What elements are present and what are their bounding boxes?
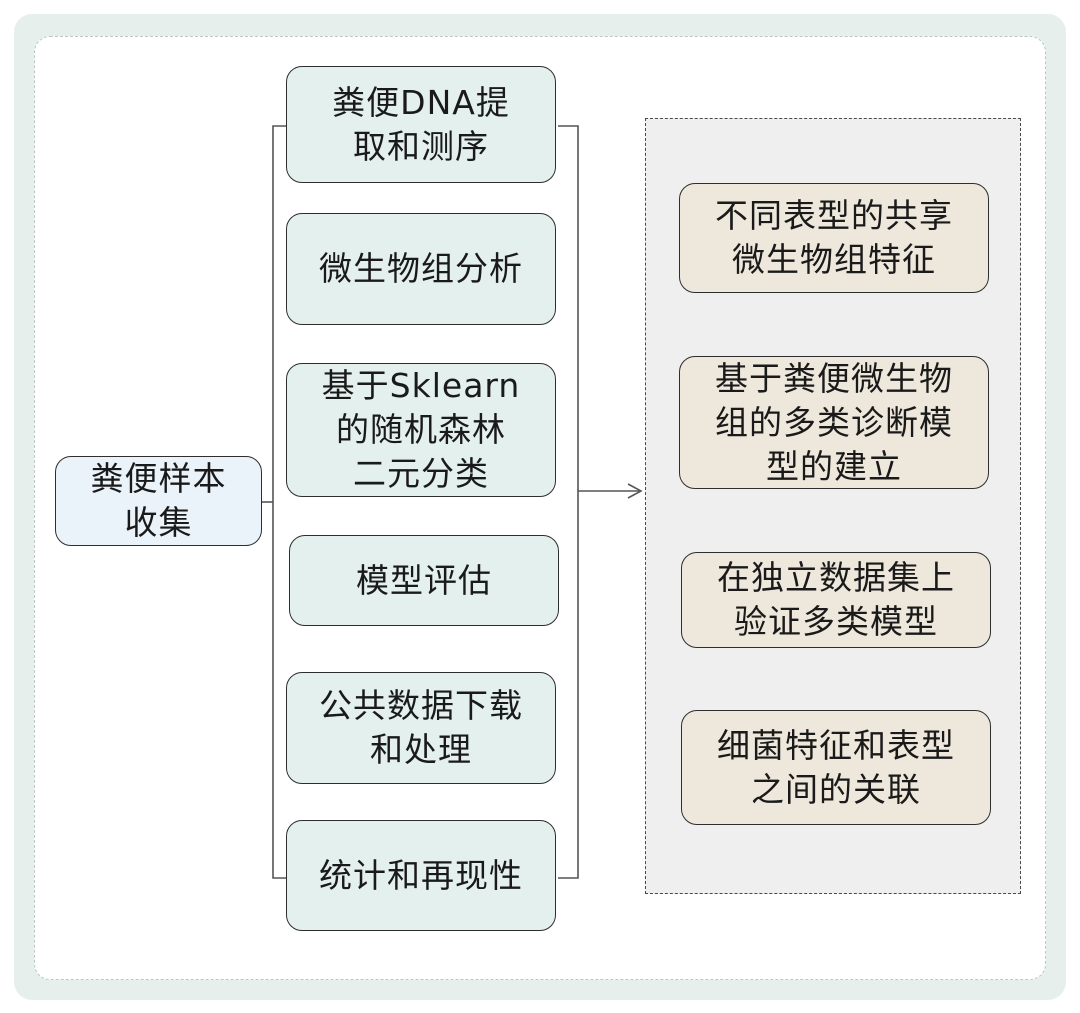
node-step-2: 微生物组分析 [286, 213, 556, 325]
node-outcome-4: 细菌特征和表型 之间的关联 [681, 710, 991, 825]
node-step-5: 公共数据下载 和处理 [286, 672, 556, 784]
right-bracket [558, 125, 579, 879]
arrow-head [627, 483, 643, 499]
node-outcome-1: 不同表型的共享 微生物组特征 [679, 183, 989, 293]
node-step-6: 统计和再现性 [286, 820, 556, 931]
node-start: 粪便样本 收集 [55, 456, 262, 546]
left-bracket [272, 125, 286, 879]
node-step-3: 基于Sklearn 的随机森林 二元分类 [286, 363, 556, 497]
node-step-4: 模型评估 [289, 535, 559, 626]
node-outcome-2: 基于粪便微生物 组的多类诊断模 型的建立 [679, 356, 989, 489]
node-outcome-3: 在独立数据集上 验证多类模型 [681, 552, 991, 648]
node-step-1: 粪便DNA提 取和测序 [286, 66, 556, 183]
